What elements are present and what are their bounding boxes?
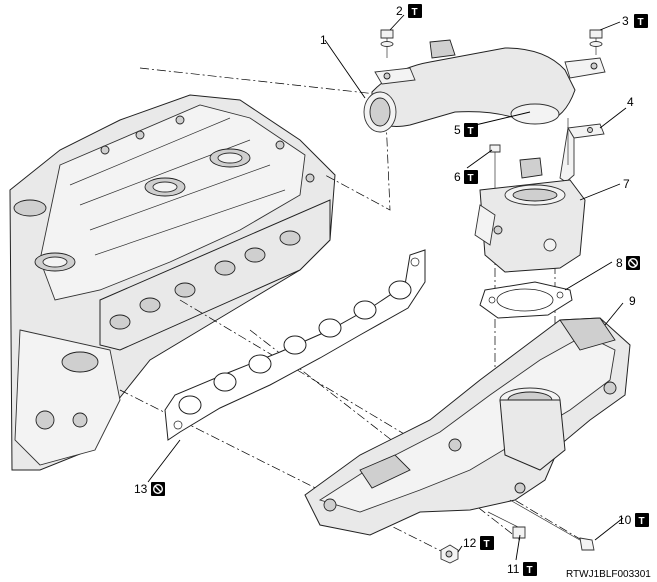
svg-text:T: T xyxy=(638,17,644,28)
throttle-gasket xyxy=(479,281,573,319)
bracket xyxy=(559,118,605,183)
callout-number: 4 xyxy=(627,95,634,109)
cylinder-head xyxy=(9,94,336,471)
torque-badge-icon: T xyxy=(464,123,478,137)
nut-12 xyxy=(440,544,459,564)
callout-number: 11 xyxy=(507,562,520,576)
callout-8: 8 xyxy=(616,256,640,270)
document-id: RTWJ1BLF003301 xyxy=(566,569,651,580)
callout-number: 1 xyxy=(320,33,327,47)
svg-text:T: T xyxy=(468,173,474,184)
torque-badge-icon: T xyxy=(523,562,537,576)
callout-7: 7 xyxy=(623,177,630,191)
callout-number: 12 xyxy=(463,536,477,550)
callout-2: 2 T xyxy=(396,4,422,18)
callout-number: 7 xyxy=(623,177,630,191)
svg-text:T: T xyxy=(412,7,418,18)
callout-number: 9 xyxy=(629,294,636,308)
callout-number: 5 xyxy=(454,123,461,137)
svg-text:T: T xyxy=(527,565,533,576)
callout-10: 10 T xyxy=(618,513,649,527)
callout-6: 6 T xyxy=(454,170,478,184)
callout-3: 3 T xyxy=(622,14,648,28)
callout-number: 3 xyxy=(622,14,629,28)
callout-5: 5 T xyxy=(454,123,478,137)
svg-text:T: T xyxy=(639,516,645,527)
intake-duct xyxy=(363,39,606,133)
bolt-3 xyxy=(589,29,603,55)
svg-text:T: T xyxy=(468,126,474,137)
do-not-reuse-icon xyxy=(151,482,165,496)
do-not-reuse-icon xyxy=(626,256,640,270)
callout-1: 1 xyxy=(320,33,327,47)
intake-manifold xyxy=(304,317,631,536)
torque-badge-icon: T xyxy=(635,513,649,527)
callout-4: 4 xyxy=(627,95,634,109)
torque-badge-icon: T xyxy=(480,536,494,550)
svg-text:T: T xyxy=(484,539,490,550)
manifold-gasket xyxy=(164,249,426,441)
callout-number: 6 xyxy=(454,170,461,184)
bolt-11 xyxy=(487,511,526,539)
callout-number: 13 xyxy=(134,482,148,496)
torque-badge-icon: T xyxy=(464,170,478,184)
torque-badge-icon: T xyxy=(408,4,422,18)
bolt-10 xyxy=(509,499,595,551)
bolt-2 xyxy=(380,29,394,58)
throttle-body xyxy=(474,157,586,273)
leader-lines xyxy=(147,14,627,561)
callout-13: 13 xyxy=(134,482,165,496)
callout-9: 9 xyxy=(629,294,636,308)
callout-11: 11 T xyxy=(507,562,537,576)
callout-number: 10 xyxy=(618,513,632,527)
callout-number: 2 xyxy=(396,4,403,18)
callout-12: 12 T xyxy=(463,536,494,550)
torque-badge-icon: T xyxy=(634,14,648,28)
callout-number: 8 xyxy=(616,256,623,270)
